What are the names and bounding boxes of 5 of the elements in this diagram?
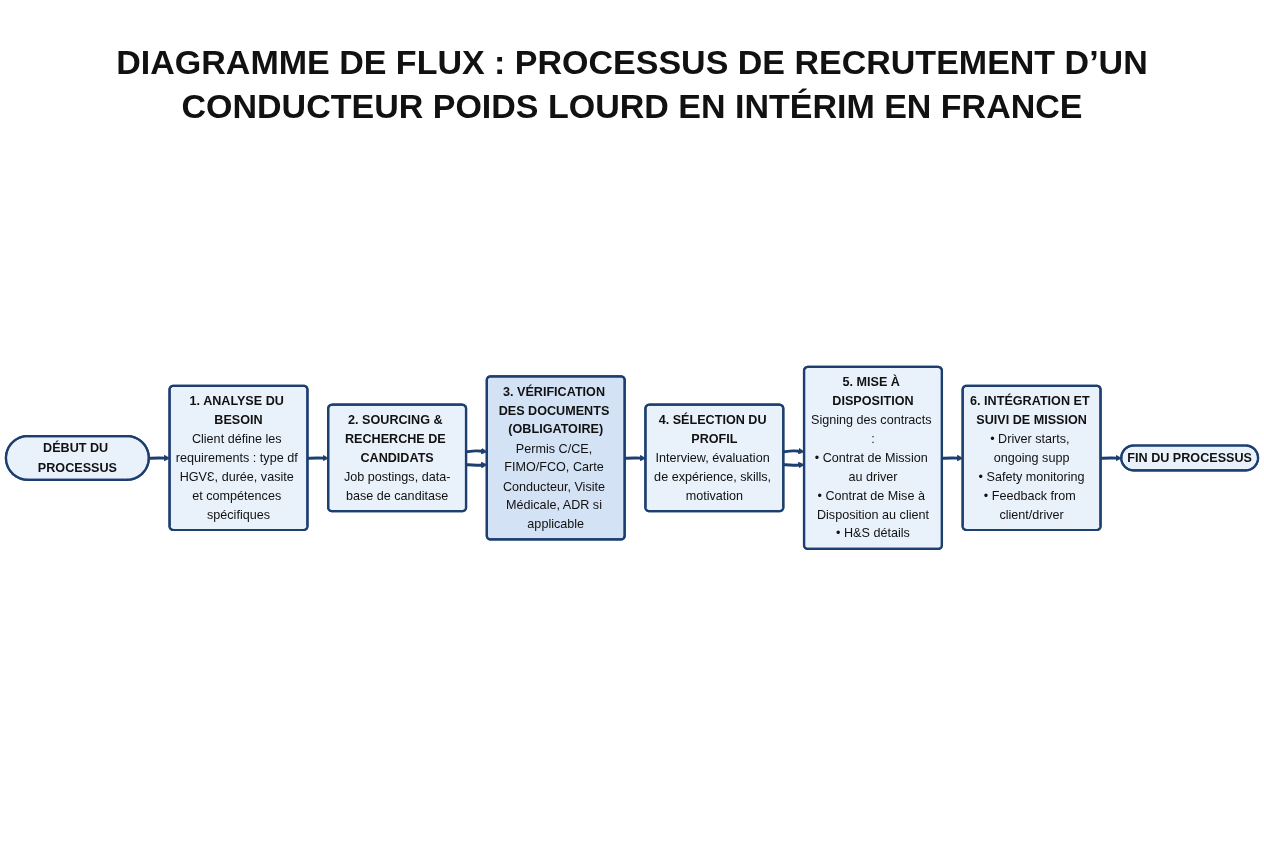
arrow xyxy=(307,455,329,462)
arrow xyxy=(1100,455,1122,462)
diagram-title: DIAGRAMME DE FLUX : PROCESSUS DE RECRUTEMENT D’UN CONDUCTEUR POIDS LOURD EN INTÉRIM EN FRANCE xyxy=(115,42,1149,128)
arrow xyxy=(783,462,805,469)
arrow xyxy=(783,448,805,455)
